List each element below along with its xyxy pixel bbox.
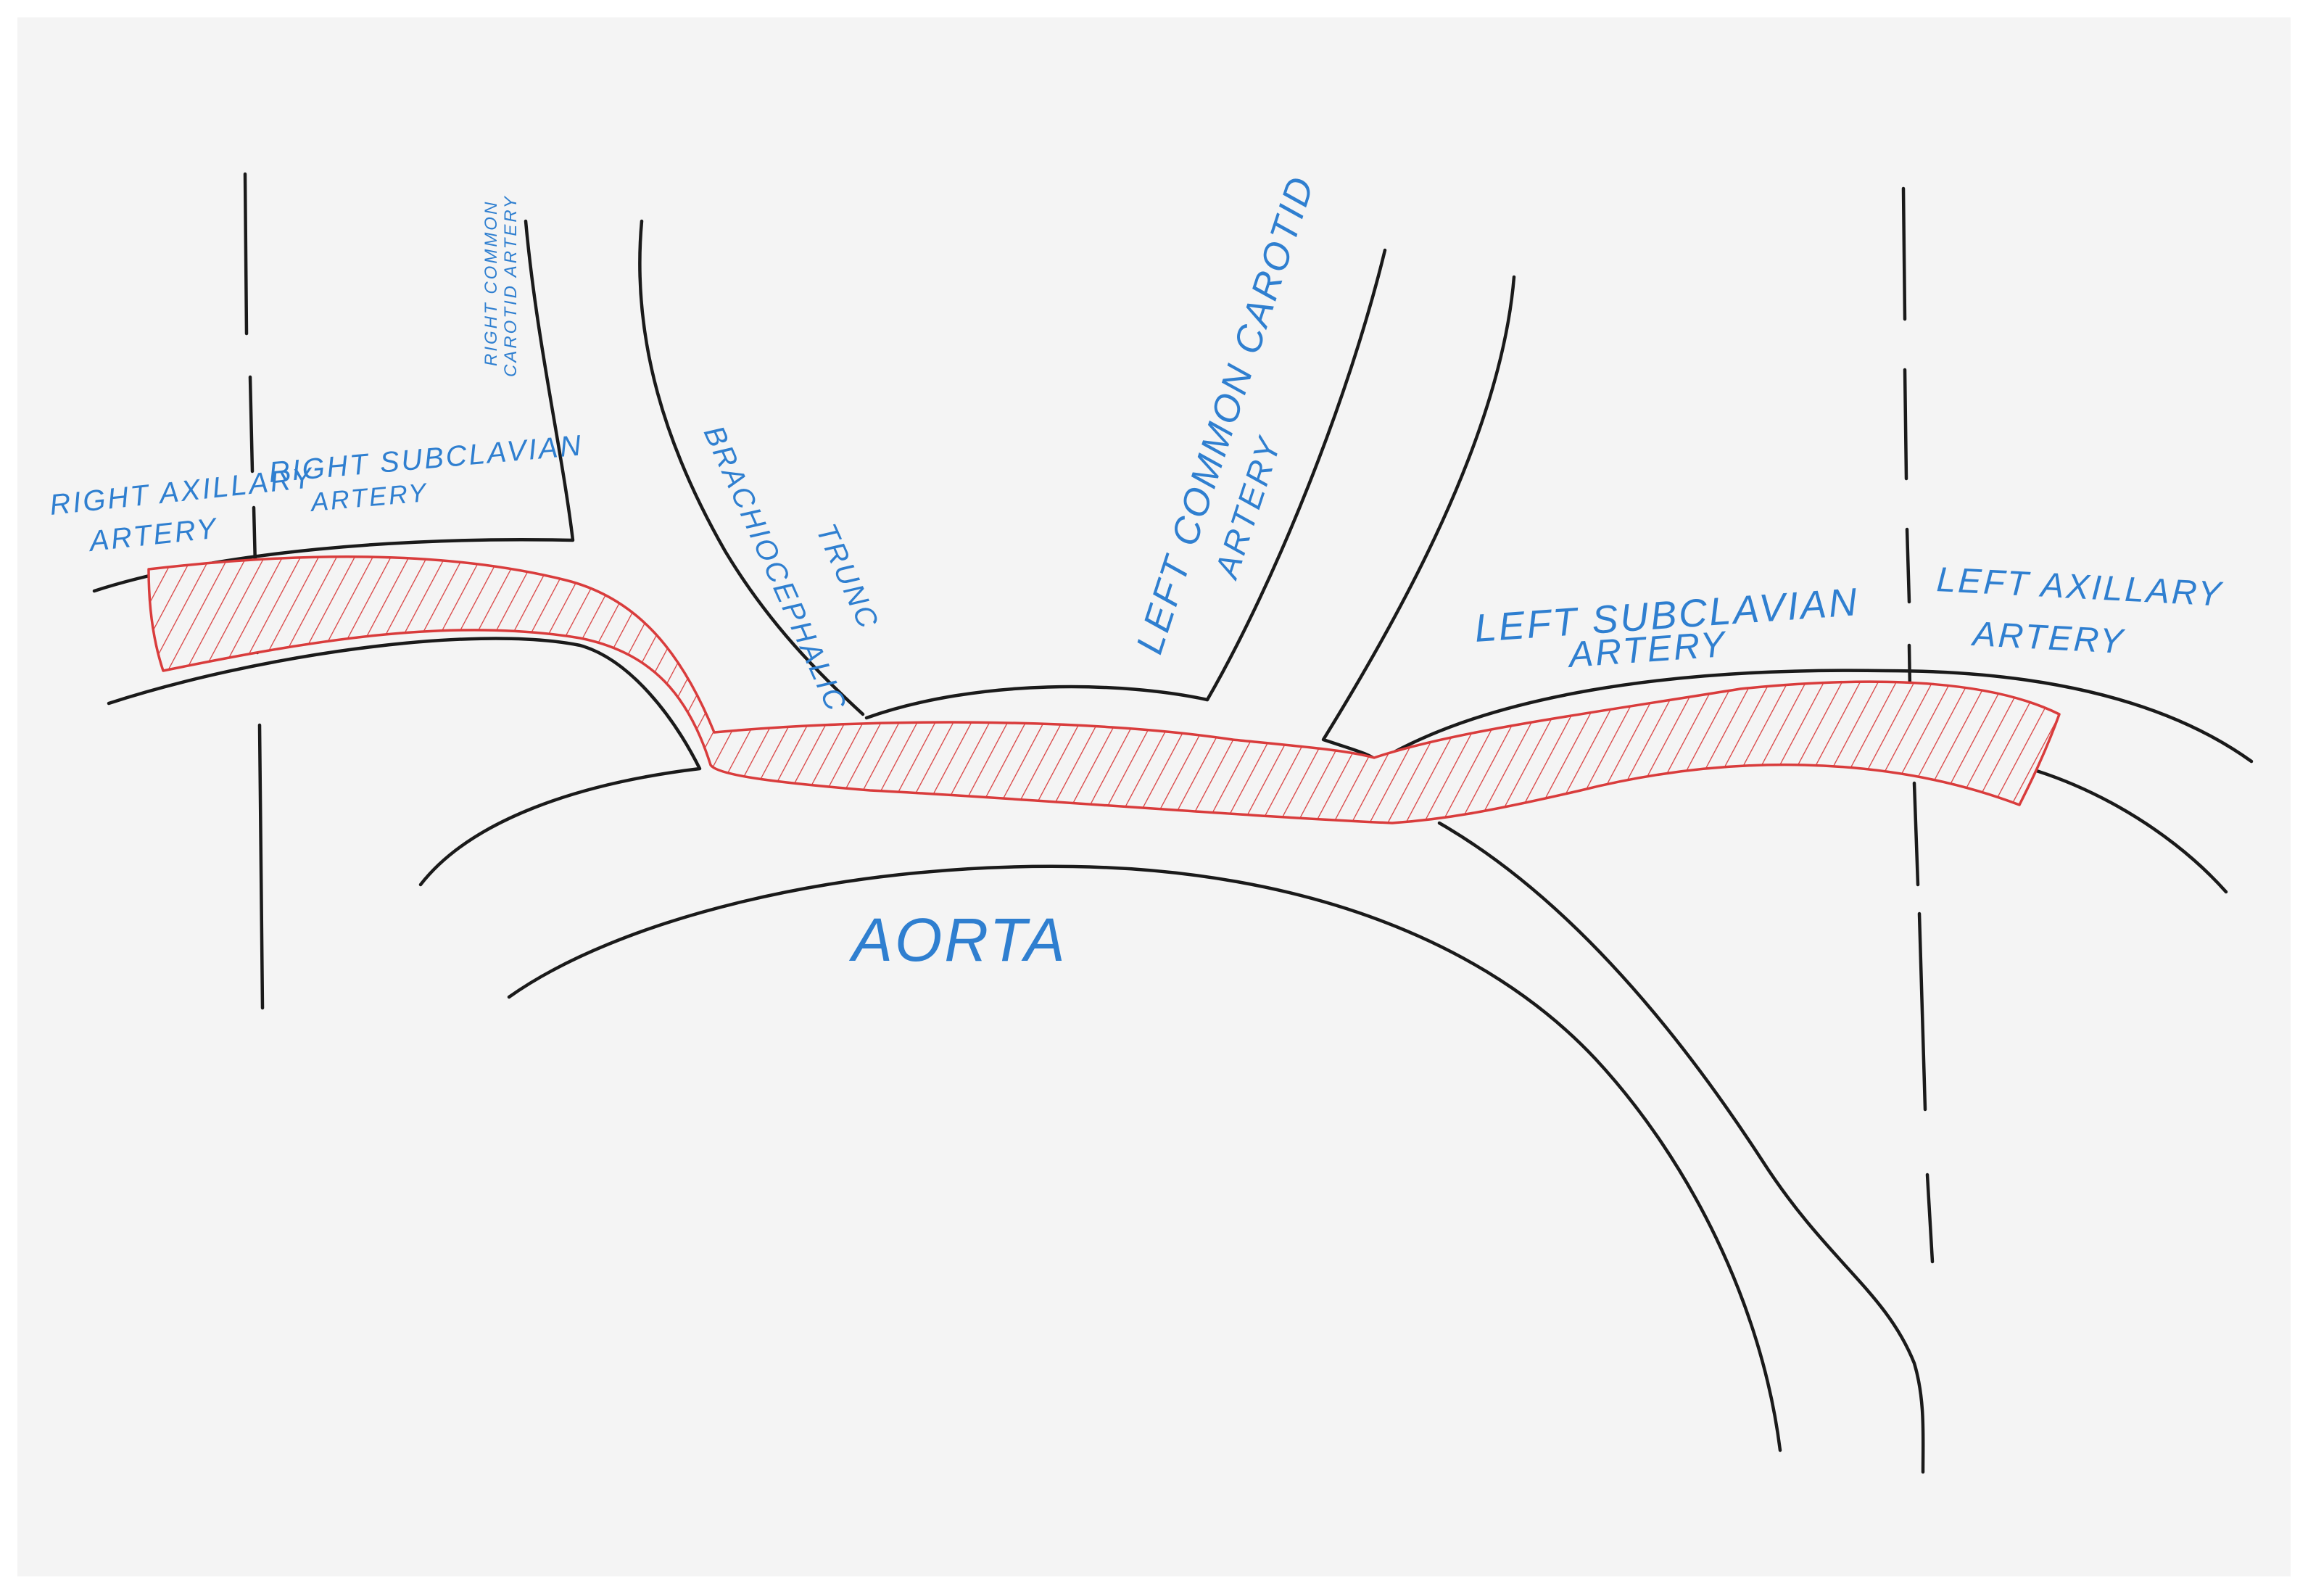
right-subclavian-lower-wall xyxy=(107,637,702,887)
brachiocephalic-wall xyxy=(638,219,865,716)
right-common-carotid-label-line2: CAROTID ARTERY xyxy=(501,194,521,377)
left-axillary-label-line2: ARTERY xyxy=(1969,615,2126,661)
aorta-inner-wall xyxy=(507,864,1782,1452)
aortic-arch-upper-wall-1 xyxy=(864,685,1209,720)
aorta-outer-wall xyxy=(1437,821,1925,1474)
left-common-carotid-wall-a xyxy=(1205,248,1387,702)
left-subclavian-upper-wall xyxy=(1376,669,2254,764)
left-common-carotid-wall-b xyxy=(1321,275,1516,764)
aorta-label: AORTA xyxy=(848,906,1067,974)
hatched-graft xyxy=(147,555,2061,824)
right-common-carotid-label-line1: RIGHT COMMON xyxy=(481,200,501,366)
right-dashed-line xyxy=(243,172,265,1010)
